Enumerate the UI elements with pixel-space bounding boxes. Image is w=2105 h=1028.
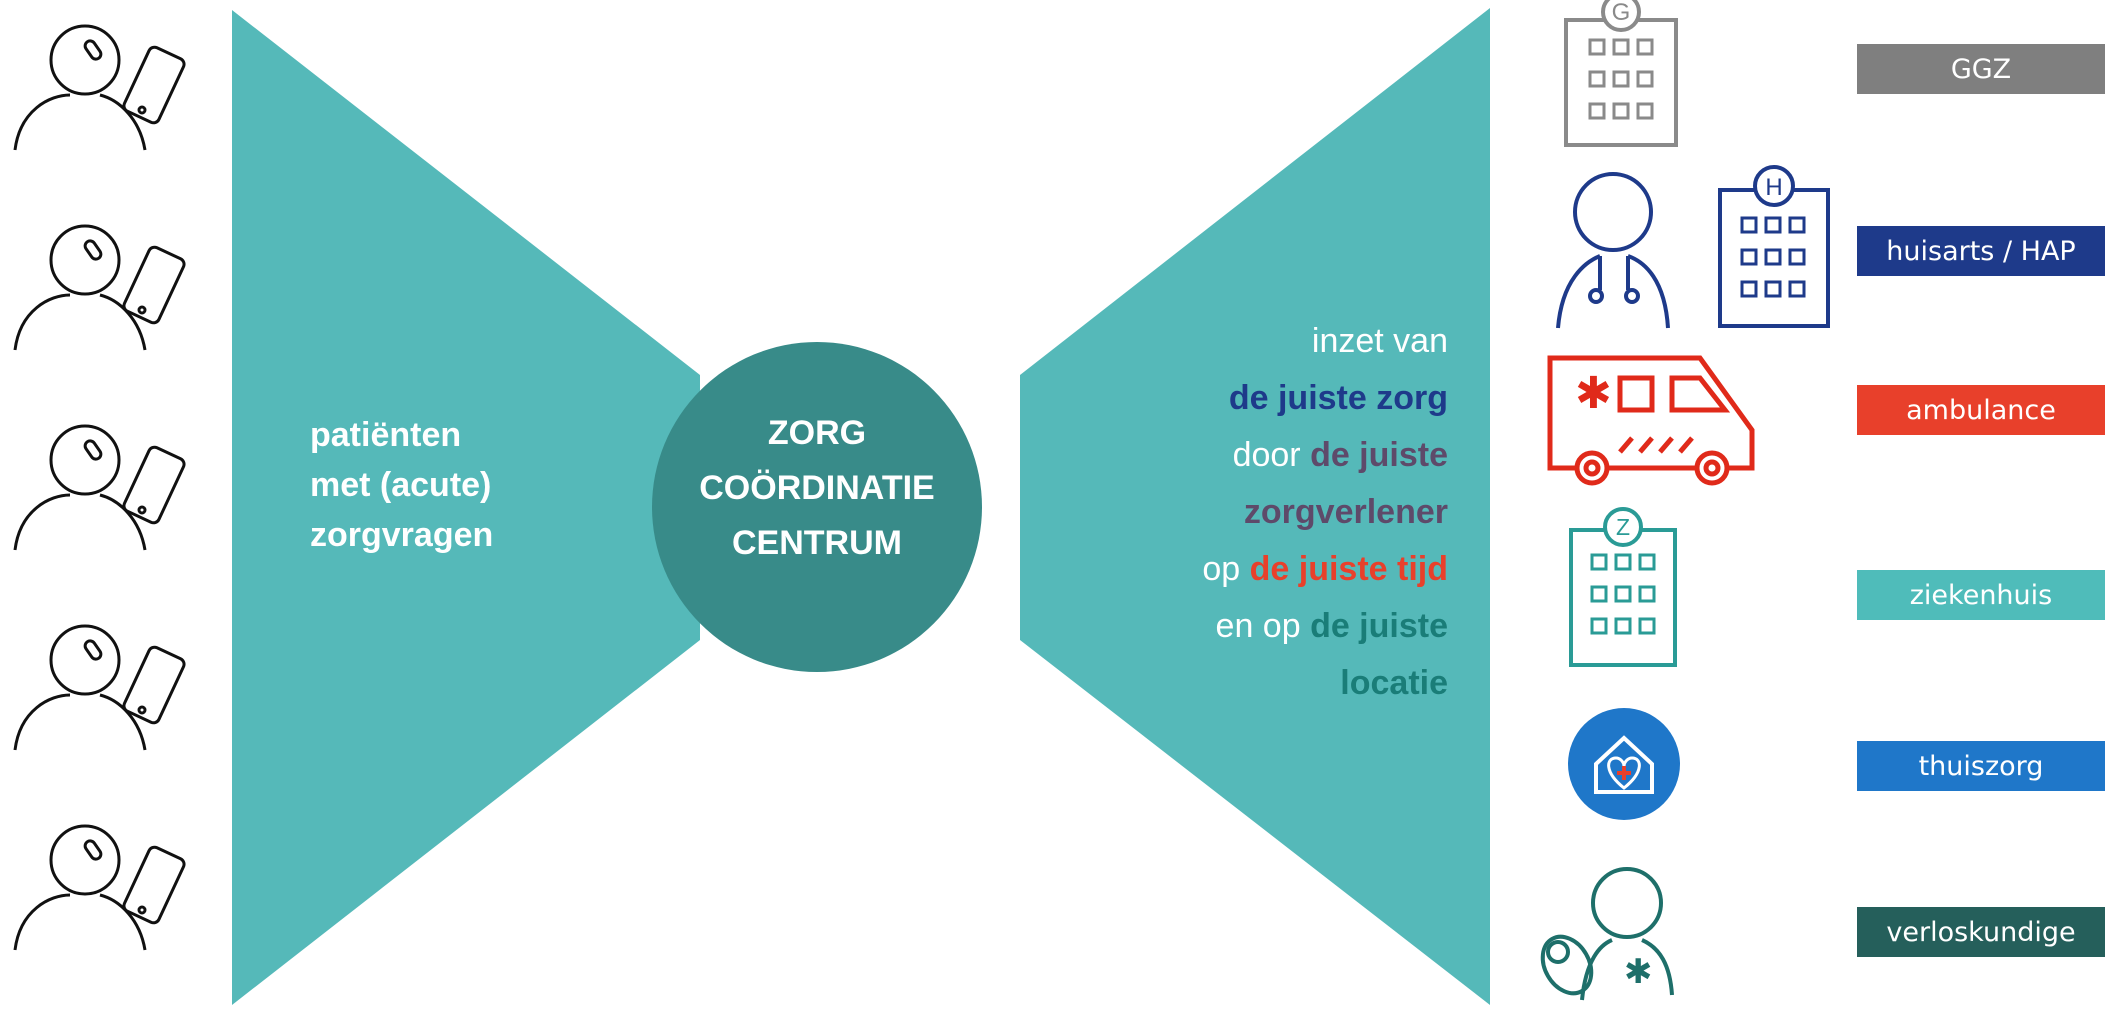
goal-plain: en op <box>1215 607 1311 645</box>
provider-label-ggz: GGZ <box>1857 44 2105 94</box>
goal-line: en op de juiste <box>1070 598 1448 655</box>
person-phone-icon <box>13 824 186 951</box>
center-title: ZORG COÖRDINATIE CENTRUM <box>652 406 982 571</box>
svg-text:✱: ✱ <box>1575 368 1612 419</box>
goal-line: zorgverlener <box>1070 484 1448 541</box>
goal-highlight: locatie <box>1340 664 1448 702</box>
goal-line: de juiste zorg <box>1070 370 1448 427</box>
home-heart-icon <box>1568 708 1680 820</box>
svg-text:Z: Z <box>1616 514 1630 540</box>
goal-highlight: de juiste tijd <box>1249 550 1448 588</box>
patients-line: zorgvragen <box>310 516 494 554</box>
goal-line: door de juiste <box>1070 427 1448 484</box>
goal-line: inzet van <box>1311 322 1448 360</box>
goal-highlight: de juiste zorg <box>1228 379 1448 417</box>
provider-label-ambulance: ambulance <box>1857 385 2105 435</box>
hospital-g-icon: G <box>1564 0 1678 147</box>
center-line: COÖRDINATIE <box>699 469 935 507</box>
svg-text:G: G <box>1612 0 1631 26</box>
provider-label-verloskundige: verloskundige <box>1857 907 2105 957</box>
person-phone-icon <box>13 24 186 151</box>
goal-text: inzet van de juiste zorg door de juiste … <box>1070 313 1448 712</box>
goal-line: locatie <box>1070 655 1448 712</box>
goal-highlight: de juiste <box>1310 436 1448 474</box>
provider-label-ziekenhuis: ziekenhuis <box>1857 570 2105 620</box>
provider-label-thuiszorg: thuiszorg <box>1857 741 2105 791</box>
person-phone-icon <box>13 224 186 351</box>
goal-plain: door <box>1232 436 1311 474</box>
patients-text: patiënten met (acute) zorgvragen <box>310 410 570 560</box>
patients-line: met (acute) <box>310 466 492 504</box>
goal-plain: op <box>1202 550 1250 588</box>
doctor-hospital-h-icon: H <box>1556 165 1830 329</box>
center-line: ZORG <box>767 414 867 452</box>
center-circle <box>652 342 982 672</box>
ambulance-icon: ✱ <box>1547 355 1755 486</box>
svg-text:✱: ✱ <box>1624 952 1653 992</box>
left-funnel <box>232 10 700 1005</box>
svg-text:H: H <box>1765 174 1782 201</box>
person-phone-icon <box>13 424 186 551</box>
right-funnel <box>1020 8 1490 1005</box>
midwife-icon: ✱ <box>1540 867 1674 1001</box>
person-phone-icon <box>13 624 186 751</box>
goal-highlight: de juiste <box>1310 607 1448 645</box>
goal-line: op de juiste tijd <box>1070 541 1448 598</box>
provider-label-huisarts: huisarts / HAP <box>1857 226 2105 276</box>
hospital-z-icon: Z <box>1569 507 1677 667</box>
center-line: CENTRUM <box>732 524 902 562</box>
goal-highlight: zorgverlener <box>1243 493 1448 531</box>
patients-line: patiënten <box>310 416 462 454</box>
